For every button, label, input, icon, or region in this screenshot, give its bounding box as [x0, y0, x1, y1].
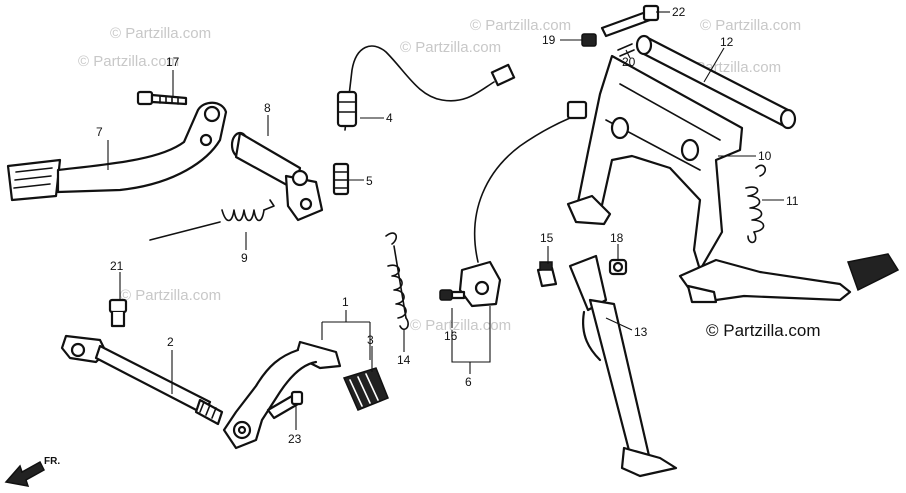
callout-17: 17 — [166, 55, 180, 69]
stand-bracket-nut — [581, 33, 597, 47]
front-arrow-icon — [4, 460, 45, 487]
side-stand — [568, 254, 678, 478]
main-stand-foot — [847, 253, 900, 292]
callout-8: 8 — [264, 101, 271, 115]
callout-3: 3 — [367, 333, 374, 347]
watermark: © Partzilla.com — [400, 39, 501, 56]
watermark: © Partzilla.com — [120, 287, 221, 304]
stop-switch — [332, 162, 350, 196]
pedal-pivot-bolt — [266, 390, 304, 420]
change-arm — [60, 334, 224, 426]
arm-bolt — [108, 298, 128, 328]
callout-4: 4 — [386, 111, 393, 125]
side-stand-switch — [458, 100, 588, 308]
pivot-shaft — [230, 131, 324, 222]
callout-19: 19 — [542, 33, 556, 47]
callout-14: 14 — [397, 353, 411, 367]
front-label: FR. — [44, 456, 60, 467]
callout-23: 23 — [288, 432, 302, 446]
stand-nut — [608, 258, 628, 276]
callouts: 7 17 8 4 5 9 21 2 1 3 23 14 16 6 15 18 1… — [96, 5, 799, 446]
stand-bracket-bolt — [600, 4, 660, 38]
callout-9: 9 — [241, 251, 248, 265]
callout-10: 10 — [758, 149, 772, 163]
pedal-rubber — [342, 367, 389, 411]
callout-21: 21 — [110, 259, 124, 273]
watermark: © Partzilla.com — [700, 17, 801, 34]
callout-2: 2 — [167, 335, 174, 349]
main-stand-shaft — [635, 34, 797, 130]
watermark: © Partzilla.com — [78, 53, 179, 70]
front-direction-indicator: FR. — [4, 456, 60, 487]
watermark: © Partzilla.com — [470, 17, 571, 34]
callout-13: 13 — [634, 325, 648, 339]
stand-pivot-bolt — [536, 261, 558, 288]
pedal-bolt — [136, 90, 188, 106]
brake-pedal — [6, 101, 228, 202]
callout-16: 16 — [444, 329, 458, 343]
return-spring — [149, 199, 275, 241]
credit-text: © Partzilla.com — [706, 321, 821, 340]
change-pedal — [222, 340, 342, 450]
callout-6: 6 — [465, 375, 472, 389]
stop-switch-cable — [336, 45, 516, 131]
callout-15: 15 — [540, 231, 554, 245]
watermark: © Partzilla.com — [110, 25, 211, 42]
main-stand-spring — [745, 164, 767, 244]
callout-18: 18 — [610, 231, 624, 245]
main-stand — [566, 54, 852, 304]
callout-20: 20 — [622, 55, 636, 69]
watermark: © Partzilla.com — [410, 317, 511, 334]
leader-lines — [107, 11, 784, 430]
callout-1: 1 — [342, 295, 349, 309]
callout-22: 22 — [672, 5, 686, 19]
callout-12: 12 — [720, 35, 734, 49]
side-stand-spring — [385, 232, 409, 331]
callout-5: 5 — [366, 174, 373, 188]
switch-bolt — [439, 289, 466, 301]
callout-7: 7 — [96, 125, 103, 139]
callout-11: 11 — [786, 194, 799, 208]
